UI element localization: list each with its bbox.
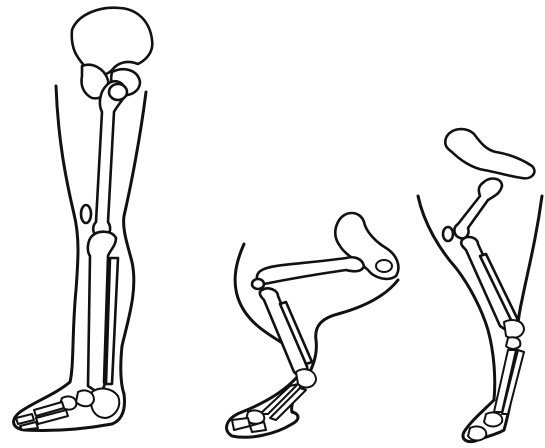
thigh-back-outline (56, 86, 78, 382)
heel-bone (504, 320, 524, 338)
thigh-front-outline (292, 280, 398, 412)
heel-bone (91, 389, 119, 418)
hind-limb-panel (418, 129, 542, 442)
ankle-bone (76, 390, 94, 406)
toe-bone (232, 418, 250, 430)
toe-bone (484, 412, 502, 426)
kneecap-bone (443, 227, 453, 241)
femur-head (109, 84, 127, 100)
femur-bone (454, 179, 502, 239)
human-leg-panel (14, 8, 153, 431)
tibia-bone (461, 237, 513, 330)
bent-leg-panel (227, 213, 399, 437)
heel-bone (296, 369, 316, 387)
kneecap-bone (252, 279, 264, 289)
kneecap-bone (81, 205, 91, 223)
tarsal-bone (506, 337, 520, 349)
femur-bone (93, 81, 126, 236)
hip-socket (376, 260, 392, 272)
thigh-front-outline (121, 92, 146, 394)
toe-bone (468, 426, 486, 440)
pelvis-bone (445, 129, 534, 178)
femur-bone (257, 257, 364, 284)
